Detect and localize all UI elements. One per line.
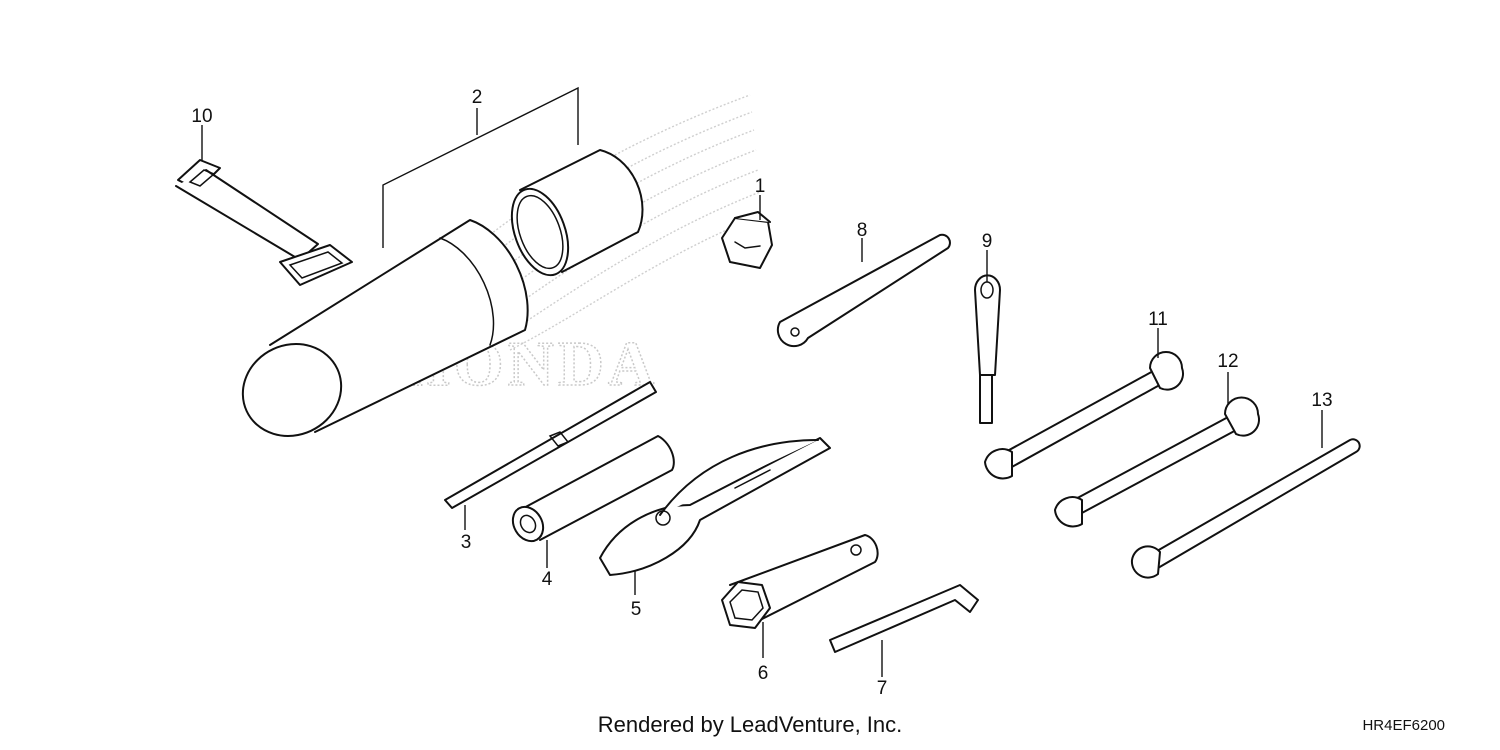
part-13-wrench-bar	[1130, 438, 1361, 579]
callout-1: 1	[755, 176, 766, 197]
rendered-by-credit: Rendered by LeadVenture, Inc.	[598, 712, 903, 737]
part-10-strap	[175, 159, 353, 286]
part-9-handle-hex-key	[974, 274, 1001, 424]
leader-lines	[201, 86, 1323, 677]
part-11-open-wrench	[984, 351, 1185, 480]
part-6-socket-wrench	[721, 534, 879, 629]
part-2-tool-tube	[241, 149, 644, 437]
callout-4: 4	[542, 569, 553, 590]
callout-13: 13	[1311, 390, 1332, 411]
callout-8: 8	[857, 220, 868, 241]
callout-labels: 1 2 3 4 5 6 7 8 9 10 11 12 13	[191, 87, 1332, 699]
part-4-screwdriver-handle	[511, 435, 675, 543]
part-7-hex-l-key	[829, 584, 979, 653]
callout-5: 5	[631, 599, 642, 620]
callout-3: 3	[461, 532, 472, 553]
part-3-screwdriver-bit	[444, 381, 657, 509]
callout-9: 9	[982, 231, 993, 252]
part-12-open-wrench	[1054, 396, 1261, 528]
part-8-pin-spanner	[776, 233, 951, 348]
callout-2: 2	[472, 87, 483, 108]
callout-10: 10	[191, 106, 212, 127]
callout-7: 7	[877, 678, 888, 699]
part-5-pliers	[599, 437, 831, 576]
callout-11: 11	[1148, 309, 1168, 330]
callout-6: 6	[758, 663, 769, 684]
diagram-code: HR4EF6200	[1362, 717, 1445, 734]
callout-12: 12	[1217, 351, 1238, 372]
part-1-clip	[721, 211, 773, 269]
